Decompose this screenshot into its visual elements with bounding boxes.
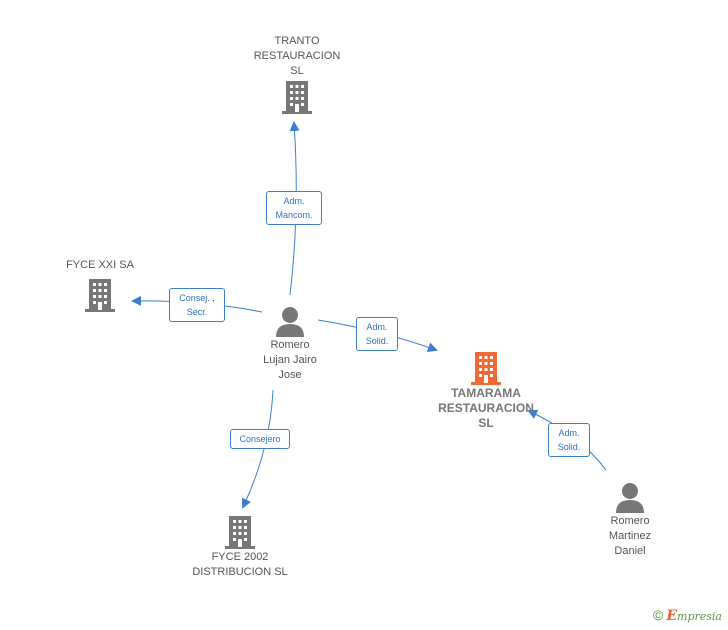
node-label: FYCE 2002 DISTRIBUCION SL [192, 551, 288, 578]
logo-text: mpresia [677, 610, 722, 623]
node-label: TRANTO RESTAURACION SL [253, 35, 341, 77]
node-label: TAMARAMA RESTAURACION SL [438, 386, 534, 430]
node-label: Romero Martinez Daniel [608, 515, 652, 557]
empresia-logo: Empresia [666, 608, 722, 624]
edge-label-consejero[interactable]: Consejero [230, 429, 290, 449]
edge-label-adm-solid[interactable]: Adm. Solid. [548, 423, 590, 457]
person-icon [616, 483, 644, 513]
node-fyce-xxi[interactable]: FYCE XXI SA [50, 258, 150, 313]
node-tamarama-restauracion[interactable]: TAMARAMA RESTAURACION SL [426, 350, 546, 431]
building-icon [471, 352, 501, 385]
building-icon [85, 279, 115, 312]
edge-label-adm-solid[interactable]: Adm. Solid. [356, 317, 398, 351]
node-label: FYCE XXI SA [66, 259, 134, 271]
copyright-icon: © [653, 607, 664, 623]
edge-label-adm-mancom[interactable]: Adm. Mancom. [266, 191, 322, 225]
empresia-watermark: ©Empresia [653, 607, 722, 624]
edge-romero-lujan-to-fyce-2002 [241, 389, 274, 509]
node-tranto-restauracion[interactable]: TRANTO RESTAURACION SL [245, 34, 349, 115]
logo-letter: E [666, 608, 678, 624]
node-romero-martinez-daniel[interactable]: Romero Martinez Daniel [588, 482, 672, 559]
building-icon [225, 516, 255, 549]
edge-label-consej-secr[interactable]: Consej. , Secr. [169, 288, 225, 322]
node-fyce-2002-distribucion[interactable]: FYCE 2002 DISTRIBUCION SL [180, 514, 300, 580]
node-romero-lujan-jairo-jose[interactable]: Romero Lujan Jairo Jose [244, 306, 336, 383]
building-icon [282, 81, 312, 114]
person-icon [276, 307, 304, 337]
node-label: Romero Lujan Jairo Jose [263, 339, 317, 381]
